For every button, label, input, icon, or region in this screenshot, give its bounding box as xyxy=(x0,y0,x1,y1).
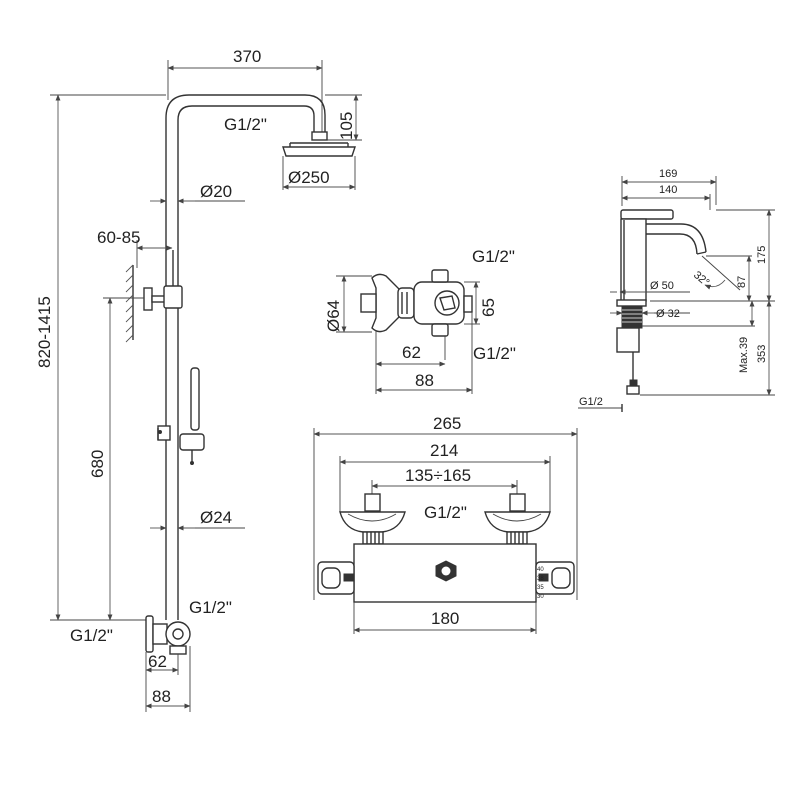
head-connector xyxy=(311,131,328,141)
shower-head xyxy=(282,146,356,157)
dim-total-height: 820-1415 xyxy=(35,296,54,368)
thermostat-connection: G1/2" xyxy=(424,503,467,522)
basin-mixer: 169 140 32° 175 87 Ø 50 xyxy=(578,168,775,412)
mixer-connection-label: G1/2" xyxy=(189,598,232,617)
dim-mixer-88: 88 xyxy=(152,687,171,706)
mixer-body xyxy=(620,218,647,302)
diverter-detail: G1/2" Ø64 65 62 G1/2" 88 xyxy=(324,247,516,394)
slide-holder xyxy=(179,433,205,451)
thermostat: 265 214 135÷165 G1/2" xyxy=(313,414,578,634)
dim-centres: 135÷165 xyxy=(405,466,471,485)
svg-text:35: 35 xyxy=(537,585,544,591)
dim-height-175: 175 xyxy=(756,246,768,264)
mixer-spout xyxy=(646,223,707,255)
dim-span-214: 214 xyxy=(430,441,458,460)
right-handle-stem xyxy=(509,493,526,512)
dim-diverter-diameter: Ø64 xyxy=(324,300,343,332)
svg-text:30: 30 xyxy=(537,594,544,600)
mixer-nut xyxy=(616,327,640,353)
wall-connection-label: G1/2" xyxy=(70,626,113,645)
dim-width-265: 265 xyxy=(433,414,461,433)
wall-connector xyxy=(145,615,154,653)
dim-spout-87: 87 xyxy=(736,276,748,288)
dim-diverter-88: 88 xyxy=(415,371,434,390)
dim-below-353: 353 xyxy=(756,345,768,363)
mixer-lever xyxy=(620,209,674,220)
dim-diverter-62: 62 xyxy=(402,343,421,362)
dim-bracket-height: 680 xyxy=(88,450,107,478)
left-handle-stem xyxy=(364,493,381,512)
dim-max-deck: Max.39 xyxy=(738,337,750,373)
dim-105: 105 xyxy=(337,112,356,140)
svg-text:38: 38 xyxy=(537,576,544,582)
mixer-base xyxy=(616,299,647,307)
svg-text:40: 40 xyxy=(537,567,544,573)
wall-bracket xyxy=(143,287,153,311)
dim-base-diameter: Ø 50 xyxy=(650,280,674,292)
head-connection-label: G1/2" xyxy=(224,115,267,134)
hand-shower xyxy=(190,367,200,431)
dim-head-diameter: Ø250 xyxy=(288,168,330,187)
temperature-scale: 40 38 35 30 xyxy=(537,567,544,600)
dim-pipe-upper: Ø20 xyxy=(200,182,232,201)
dim-pipe-lower: Ø24 xyxy=(200,508,232,527)
shower-arm xyxy=(165,94,326,290)
dim-reach-140: 140 xyxy=(659,184,677,196)
mixer-body xyxy=(165,621,191,647)
dim-wall-offset: 60-85 xyxy=(97,228,140,247)
dim-body-180: 180 xyxy=(431,609,459,628)
diverter-knob xyxy=(360,293,377,313)
dim-370: 370 xyxy=(233,47,261,66)
dim-reach-169: 169 xyxy=(659,168,677,180)
dim-shank-diameter: Ø 32 xyxy=(656,308,680,320)
mixer-shank xyxy=(621,305,643,329)
diverter-top-connection: G1/2" xyxy=(472,247,515,266)
mixer-connection-label: G1/2 xyxy=(579,396,603,408)
shower-column: 370 105 G1/2" Ø250 Ø20 60-85 xyxy=(35,47,362,712)
dim-mixer-62: 62 xyxy=(148,652,167,671)
dim-diverter-height: 65 xyxy=(479,298,498,317)
diverter-bottom-connection: G1/2" xyxy=(473,344,516,363)
wall-hatch xyxy=(125,264,134,343)
